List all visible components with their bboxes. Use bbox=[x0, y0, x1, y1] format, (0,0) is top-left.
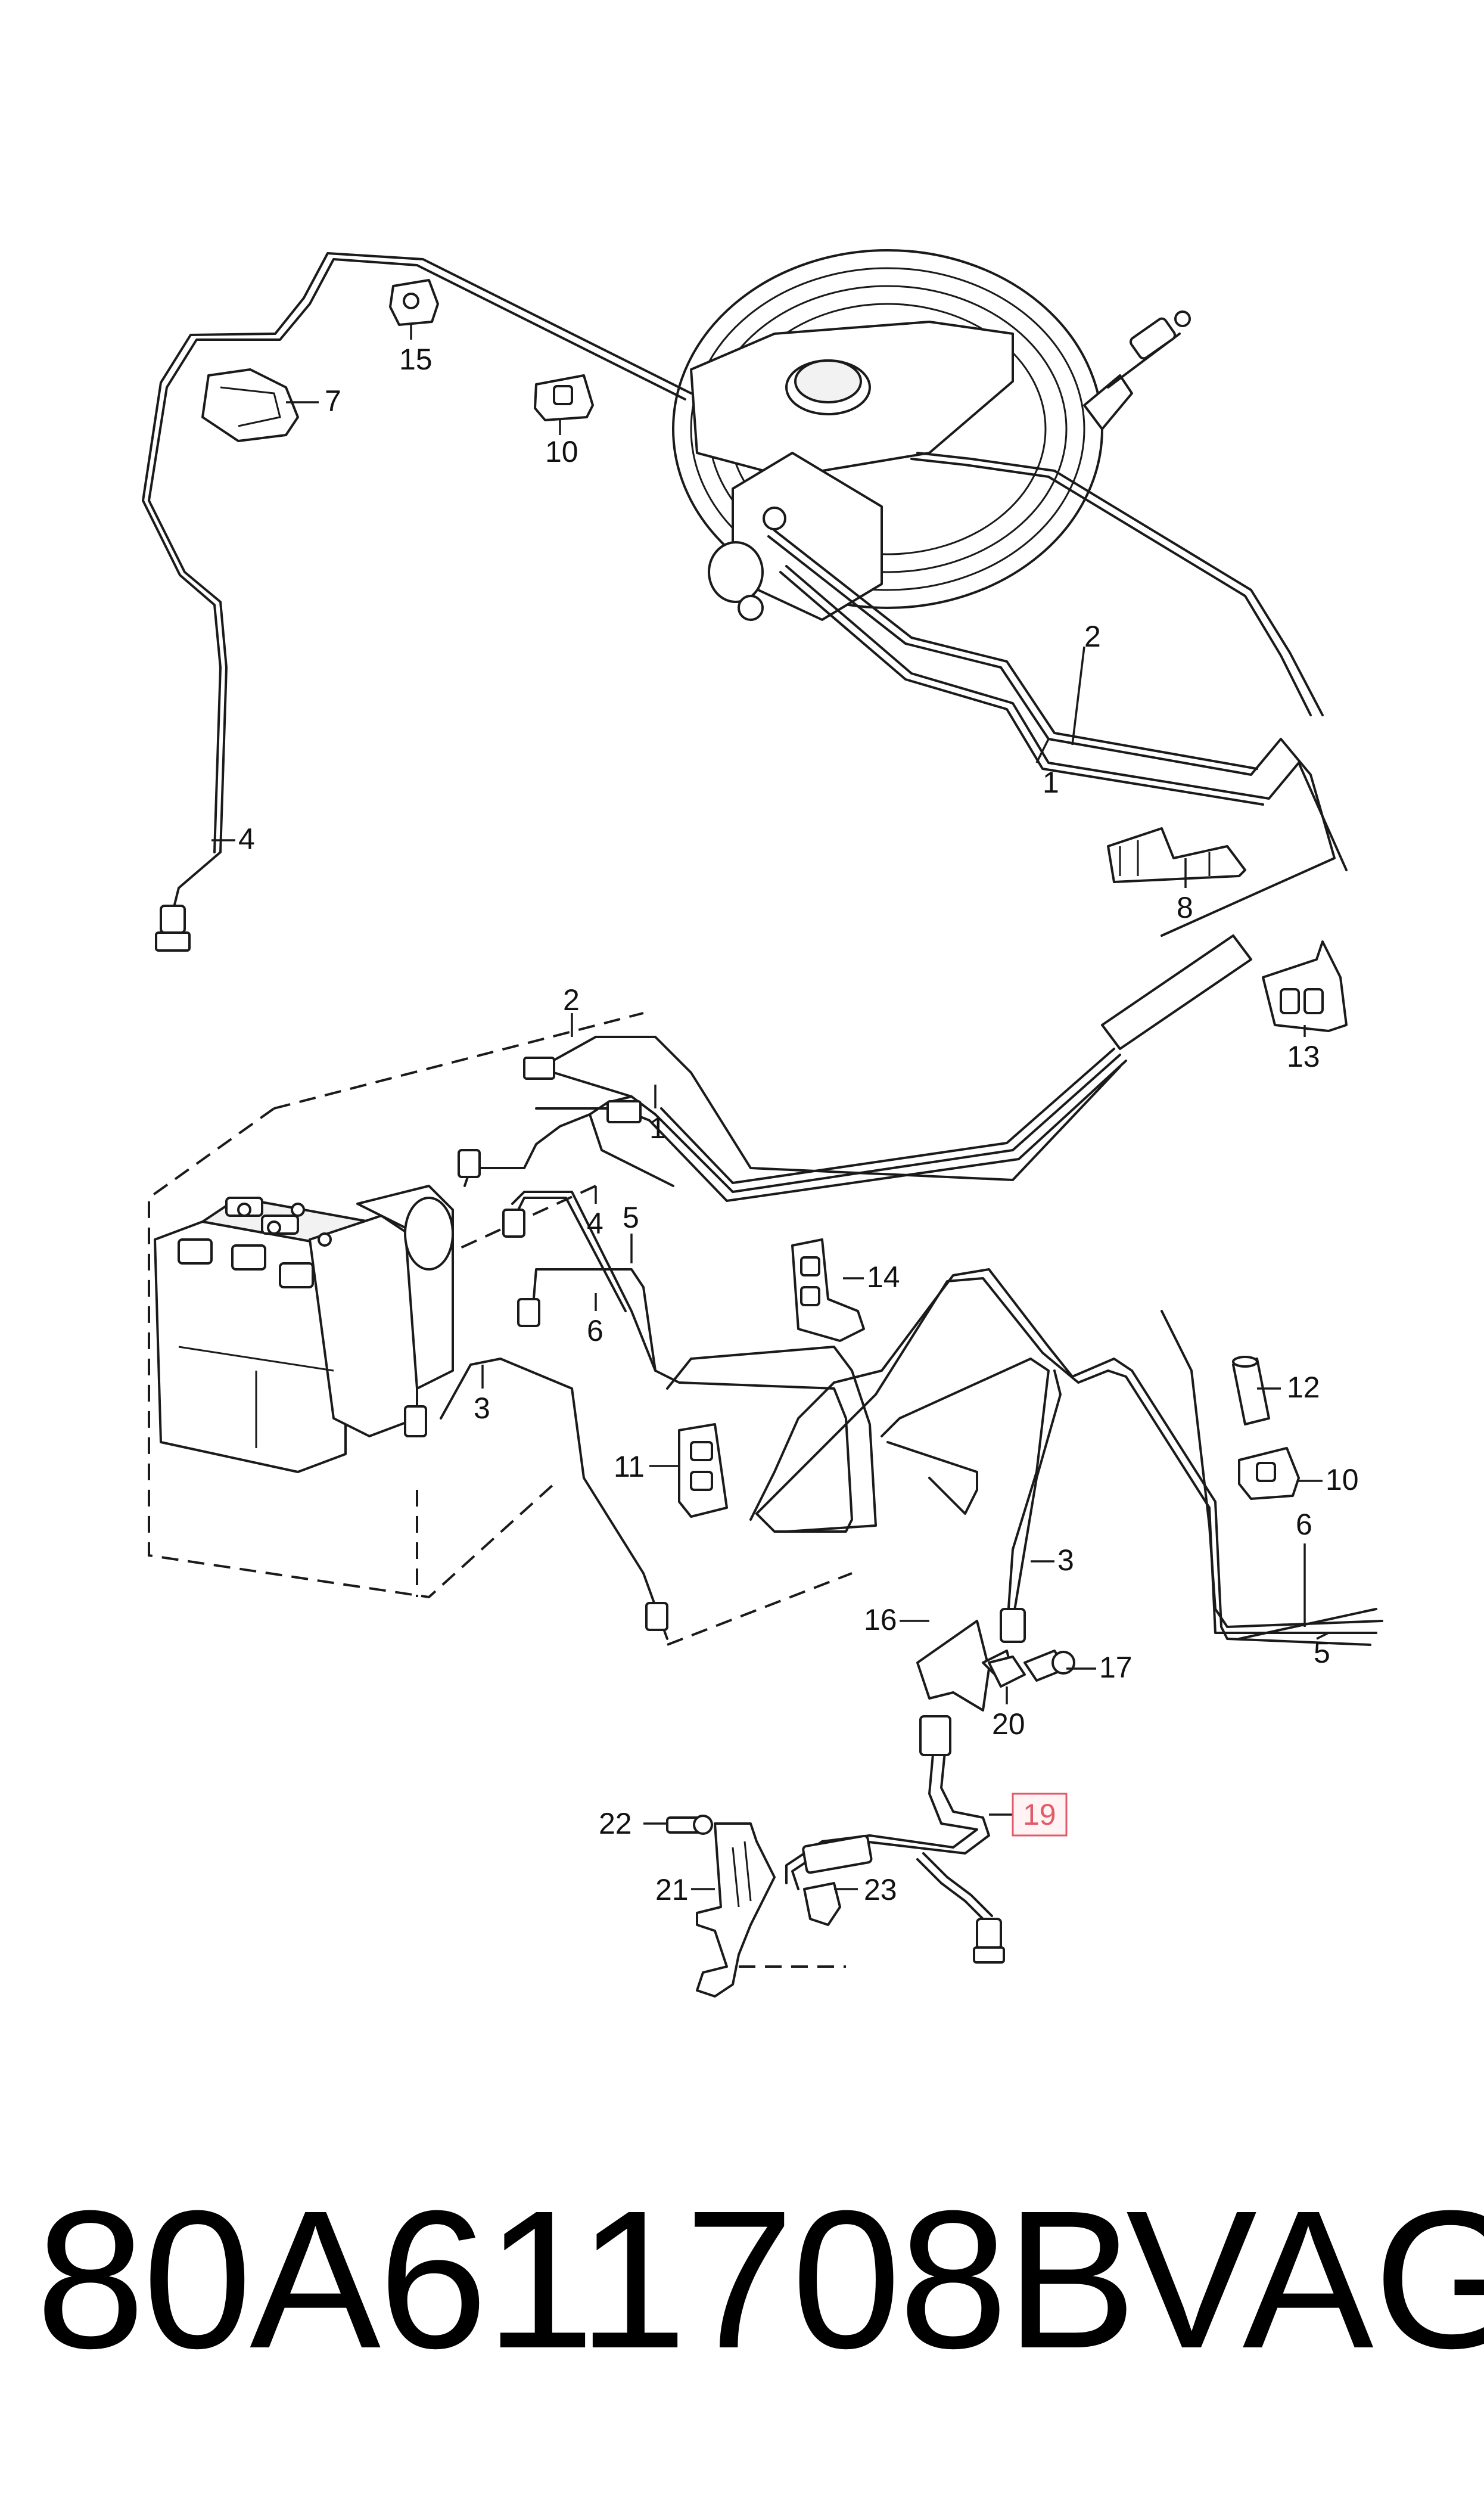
clip-10-upper bbox=[534, 374, 594, 421]
callout-22: 22 bbox=[599, 1807, 632, 1840]
clip-14 bbox=[791, 1238, 865, 1342]
clip-15 bbox=[389, 279, 439, 326]
callout-7: 7 bbox=[325, 384, 341, 418]
abs-hydraulic-unit bbox=[148, 1012, 853, 1646]
brand-label: VAG bbox=[1126, 2169, 1484, 2389]
callout-5-upper: 5 bbox=[623, 1201, 639, 1234]
brake-line-1-2 bbox=[535, 452, 1348, 1202]
clip-8 bbox=[1107, 827, 1246, 883]
clip-11 bbox=[678, 1423, 728, 1518]
callout-1-lower: 1 bbox=[649, 1111, 666, 1145]
clip-13 bbox=[1262, 940, 1348, 1032]
callout-19-highlight-box bbox=[1012, 1793, 1068, 1837]
callout-5-right: 5 bbox=[1314, 1636, 1330, 1669]
callout-11: 11 bbox=[614, 1450, 645, 1483]
callout-8: 8 bbox=[1177, 891, 1193, 924]
bolt-17 bbox=[1023, 1650, 1075, 1682]
callout-12: 12 bbox=[1287, 1371, 1320, 1404]
callout-6-left: 6 bbox=[587, 1314, 603, 1347]
callout-21: 21 bbox=[655, 1873, 689, 1906]
leader-lines bbox=[211, 325, 1329, 1890]
brake-hose-19 bbox=[785, 1715, 1005, 1964]
pad-7 bbox=[201, 368, 299, 442]
callout-14: 14 bbox=[867, 1260, 900, 1294]
callout-15: 15 bbox=[399, 343, 433, 376]
callout-labels: 7 15 10 4 2 1 8 13 2 1 4 5 6 3 14 11 12 … bbox=[238, 343, 1359, 1906]
part-number: 80A611708B bbox=[36, 2169, 1137, 2389]
clip-23 bbox=[803, 1882, 841, 1926]
sleeve-12 bbox=[1232, 1356, 1270, 1425]
callout-6-right: 6 bbox=[1296, 1508, 1312, 1541]
brake-line-exploded-diagram: 7 15 10 4 2 1 8 13 2 1 4 5 6 3 14 11 12 … bbox=[142, 249, 1383, 1998]
bracket-21 bbox=[696, 1822, 776, 1998]
brake-lines-3-5-6 bbox=[440, 1191, 1383, 1646]
callout-17: 17 bbox=[1099, 1651, 1133, 1684]
brake-line-4 bbox=[142, 252, 692, 952]
bracket-16-20 bbox=[916, 1620, 1026, 1712]
callout-2-upper: 2 bbox=[1084, 620, 1101, 653]
bolt-22 bbox=[666, 1815, 713, 1835]
callout-1-upper: 1 bbox=[1043, 766, 1059, 799]
master-cylinder-reservoir bbox=[690, 321, 1014, 621]
callout-20: 20 bbox=[992, 1707, 1025, 1741]
clip-10-lower bbox=[1238, 1447, 1300, 1500]
callout-10-lower: 10 bbox=[1326, 1463, 1359, 1496]
brake-line-2-lower bbox=[463, 1036, 1121, 1187]
callout-19: 19 bbox=[1023, 1798, 1056, 1831]
callout-4-lower: 4 bbox=[587, 1207, 603, 1240]
callout-3-right: 3 bbox=[1057, 1543, 1074, 1577]
brake-line-3-to-flex-hose bbox=[1000, 1369, 1062, 1643]
callout-3-left: 3 bbox=[474, 1391, 490, 1425]
callout-16: 16 bbox=[864, 1603, 897, 1636]
callout-4-upper: 4 bbox=[238, 822, 255, 856]
callout-23: 23 bbox=[864, 1873, 897, 1906]
abs-fittings bbox=[404, 1149, 668, 1631]
callout-13: 13 bbox=[1287, 1040, 1320, 1073]
callout-10-upper: 10 bbox=[545, 435, 578, 468]
callout-2-lower: 2 bbox=[563, 983, 580, 1017]
